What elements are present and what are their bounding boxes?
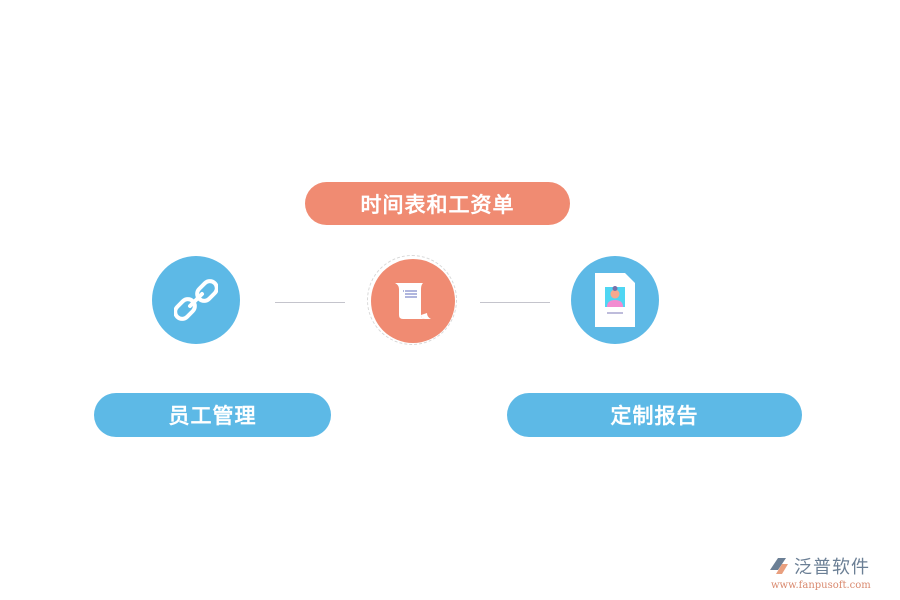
logo-url: www.fanpusoft.com [771, 580, 871, 591]
connector-right [480, 302, 550, 303]
profile-report-icon [595, 273, 635, 327]
fanpu-logo-icon [770, 558, 788, 574]
center-node-label: 时间表和工资单 [305, 182, 570, 225]
center-node-reflection: 时间表和工资单 [305, 225, 570, 243]
employee-management-label: 员工管理 [94, 393, 331, 437]
left-node-text: 员工管理 [168, 404, 257, 428]
chain-link-icon [174, 279, 218, 321]
logo-text: 泛普软件 [794, 557, 870, 578]
right-node-text: 定制报告 [610, 404, 699, 428]
custom-report-node [571, 256, 659, 344]
center-node-dashed-ring [367, 255, 457, 345]
custom-report-label: 定制报告 [507, 393, 802, 437]
scroll-document-icon [395, 283, 431, 319]
timesheet-payroll-node [371, 259, 455, 343]
connector-left [275, 302, 345, 303]
center-node-text: 时间表和工资单 [360, 192, 515, 217]
brand-logo: 泛普软件 www.fanpusoft.com [768, 553, 893, 593]
employee-management-node [152, 256, 240, 344]
